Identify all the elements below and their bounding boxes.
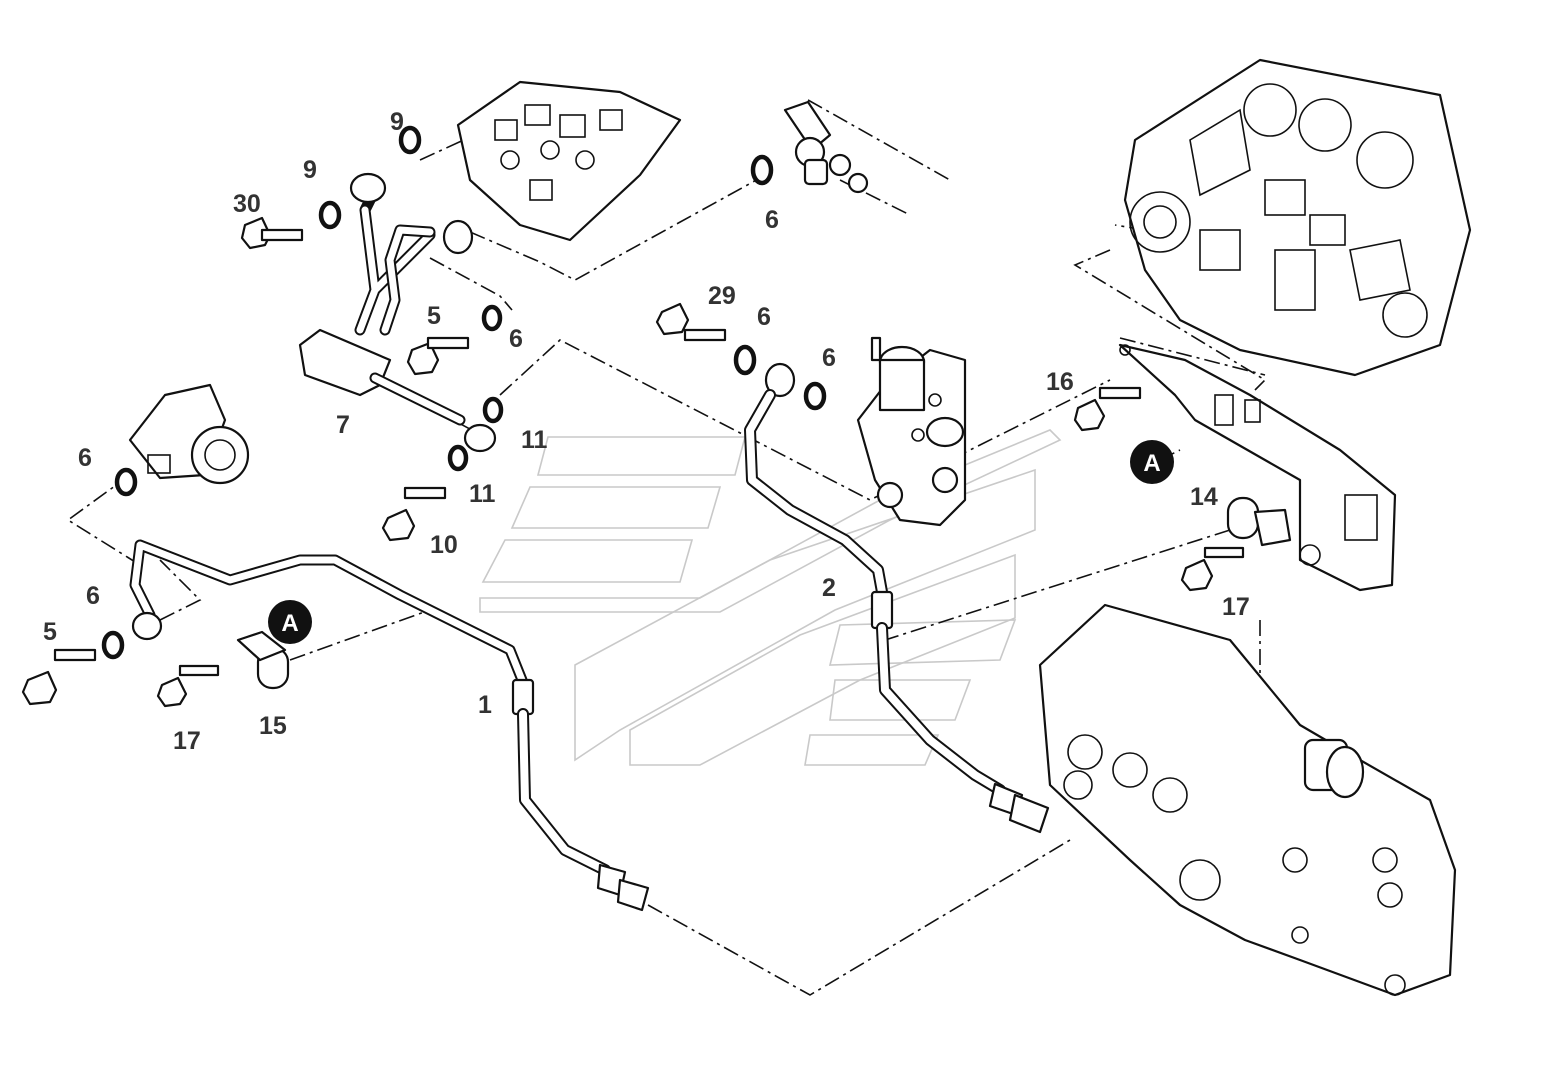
- elbow-fitting: [783, 100, 869, 194]
- fasteners: [21, 125, 1292, 708]
- mounting-bracket: [1118, 343, 1397, 592]
- callout-6-elbow: 6: [765, 206, 779, 234]
- callout-1: 1: [478, 691, 492, 719]
- engine-block: [1123, 58, 1472, 377]
- pipe-assembly-7: [298, 172, 497, 453]
- callout-6-valve: 6: [822, 344, 836, 372]
- callout-30: 30: [233, 190, 261, 218]
- ref-badge-a-right: A: [1130, 440, 1174, 484]
- ref-label-a-left: A: [281, 610, 298, 637]
- callout-2: 2: [822, 574, 836, 602]
- callout-16: 16: [1046, 368, 1074, 396]
- callout-5-upper: 5: [427, 302, 441, 330]
- ref-label-a-right: A: [1143, 450, 1160, 477]
- callout-29: 29: [708, 282, 736, 310]
- callout-6-pipe1: 6: [86, 582, 100, 610]
- callout-11-lower: 11: [469, 480, 496, 508]
- hose-1: [511, 678, 650, 912]
- callout-7: 7: [336, 411, 350, 439]
- valve-block: [856, 336, 967, 527]
- callout-9-upper: 9: [390, 108, 404, 136]
- callout-labels: 9 9 30 6 5 6 29 6 6 16 7 11 11 6 14 10 2…: [43, 108, 1250, 755]
- callout-6-bolt29: 6: [757, 303, 771, 331]
- pipe-1: [129, 539, 528, 686]
- cylinder-head-detail: [456, 80, 682, 242]
- callout-5-lower: 5: [43, 618, 57, 646]
- callout-17-right: 17: [1222, 593, 1250, 621]
- callout-6-pipe7: 6: [509, 325, 523, 353]
- ref-badge-a-left: A: [268, 600, 312, 644]
- callout-15: 15: [259, 712, 287, 740]
- callout-17-left: 17: [173, 727, 201, 755]
- transmission-housing: [1038, 603, 1457, 997]
- watermark-logo: [479, 429, 1062, 766]
- fuel-pump: [128, 383, 250, 485]
- callout-14: 14: [1190, 483, 1218, 511]
- callout-6-pump: 6: [78, 444, 92, 472]
- callout-9-lower: 9: [303, 156, 317, 184]
- callout-11-upper: 11: [521, 426, 548, 454]
- callout-10: 10: [430, 531, 458, 559]
- hose-2: [744, 362, 1050, 834]
